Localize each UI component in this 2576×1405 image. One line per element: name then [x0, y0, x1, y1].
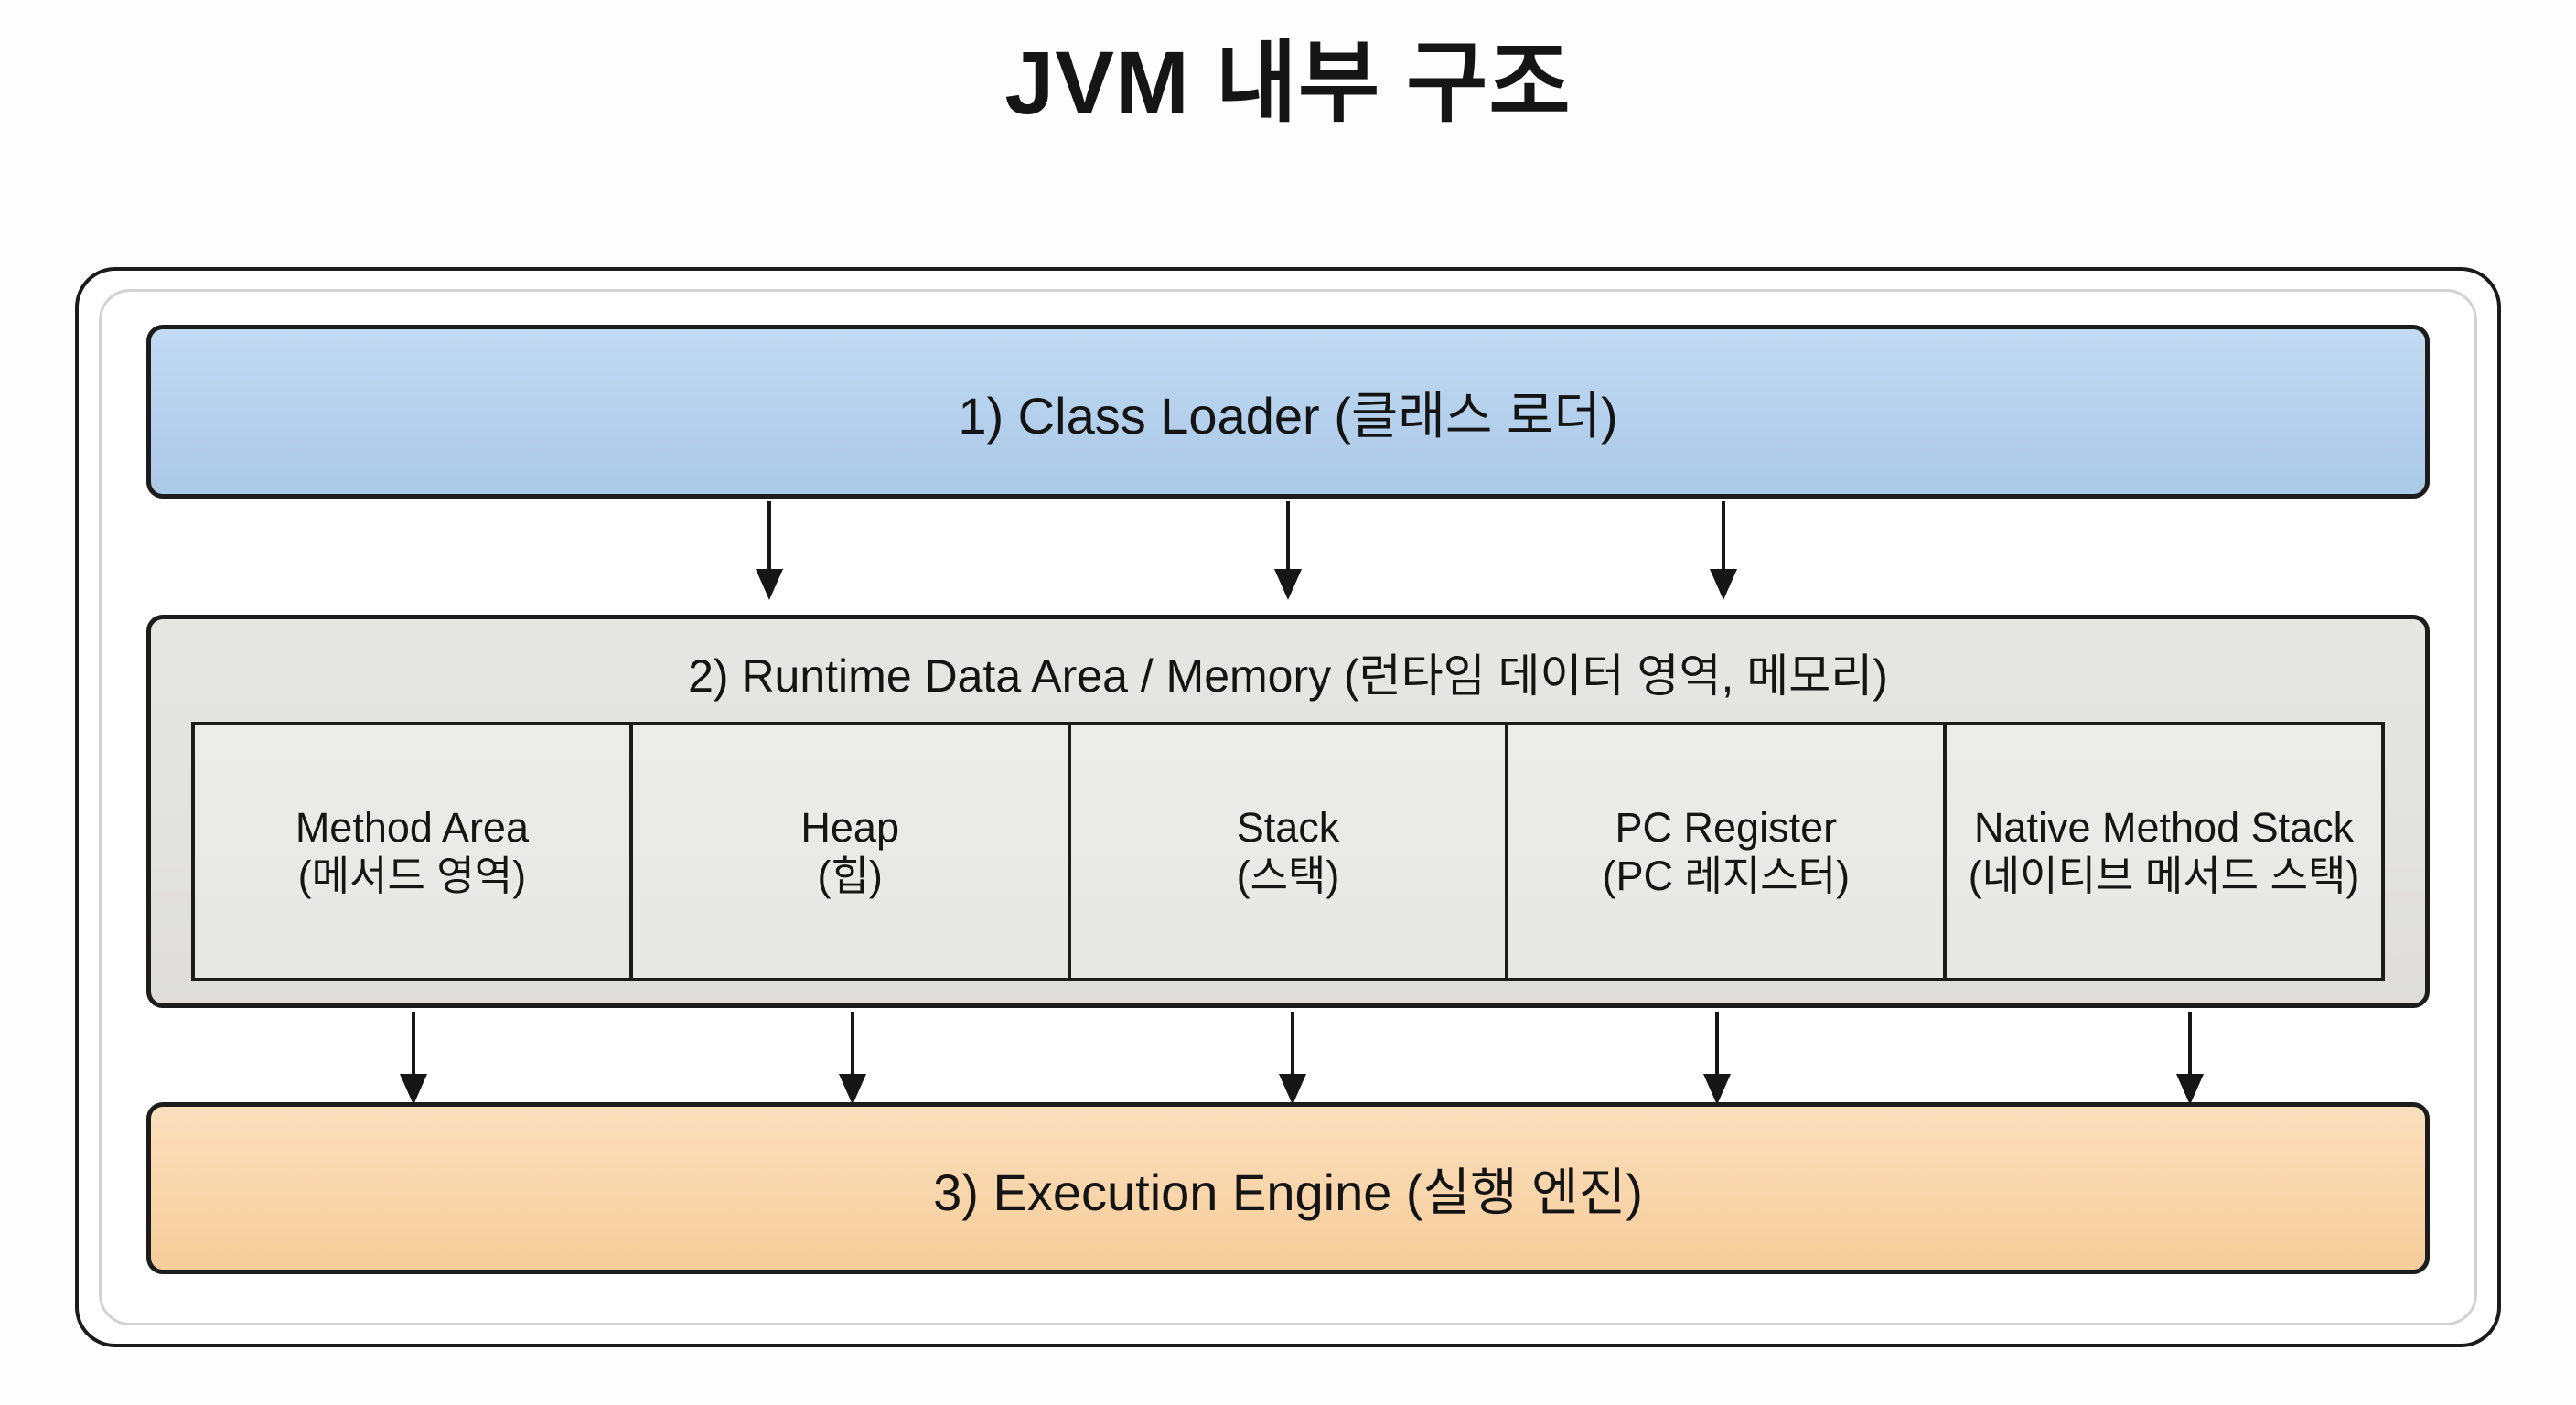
- execution-engine-box[interactable]: 3) Execution Engine (실행 엔진): [146, 1102, 2430, 1274]
- memory-cell-label-ko: (스택): [1236, 853, 1340, 899]
- runtime-data-area-box[interactable]: 2) Runtime Data Area / Memory (런타임 데이터 영…: [146, 615, 2430, 1008]
- memory-cell-label-ko: (PC 레지스터): [1602, 853, 1851, 899]
- class-loader-label: 1) Class Loader (클래스 로더): [958, 386, 1618, 445]
- runtime-data-area-title: 2) Runtime Data Area / Memory (런타임 데이터 영…: [688, 650, 1888, 702]
- memory-cell-stack[interactable]: Stack (스택): [1070, 725, 1509, 978]
- memory-cell-label-ko: (네이티브 메서드 스택): [1968, 853, 2360, 899]
- memory-cell-label-ko: (메서드 영역): [297, 853, 527, 899]
- memory-cell-pc-register[interactable]: PC Register (PC 레지스터): [1508, 725, 1948, 978]
- memory-cell-label-en: Heap: [800, 803, 899, 851]
- memory-cell-label-ko: (힙): [817, 853, 883, 899]
- execution-engine-label: 3) Execution Engine (실행 엔진): [933, 1163, 1643, 1221]
- class-loader-box[interactable]: 1) Class Loader (클래스 로더): [146, 325, 2430, 499]
- memory-cell-method-area[interactable]: Method Area (메서드 영역): [195, 725, 633, 978]
- memory-cell-label-en: Stack: [1236, 803, 1340, 851]
- memory-cell-label-en: Method Area: [295, 803, 529, 851]
- memory-cell-label-en: Native Method Stack: [1973, 803, 2355, 851]
- memory-cell-strip: Method Area (메서드 영역) Heap (힙) Stack (스택)…: [191, 722, 2385, 981]
- page-title: JVM 내부 구조: [1004, 33, 1572, 133]
- memory-cell-heap[interactable]: Heap (힙): [632, 725, 1071, 978]
- memory-cell-native-method-stack[interactable]: Native Method Stack (네이티브 메서드 스택): [1947, 725, 2381, 978]
- memory-cell-label-en: PC Register: [1615, 803, 1838, 851]
